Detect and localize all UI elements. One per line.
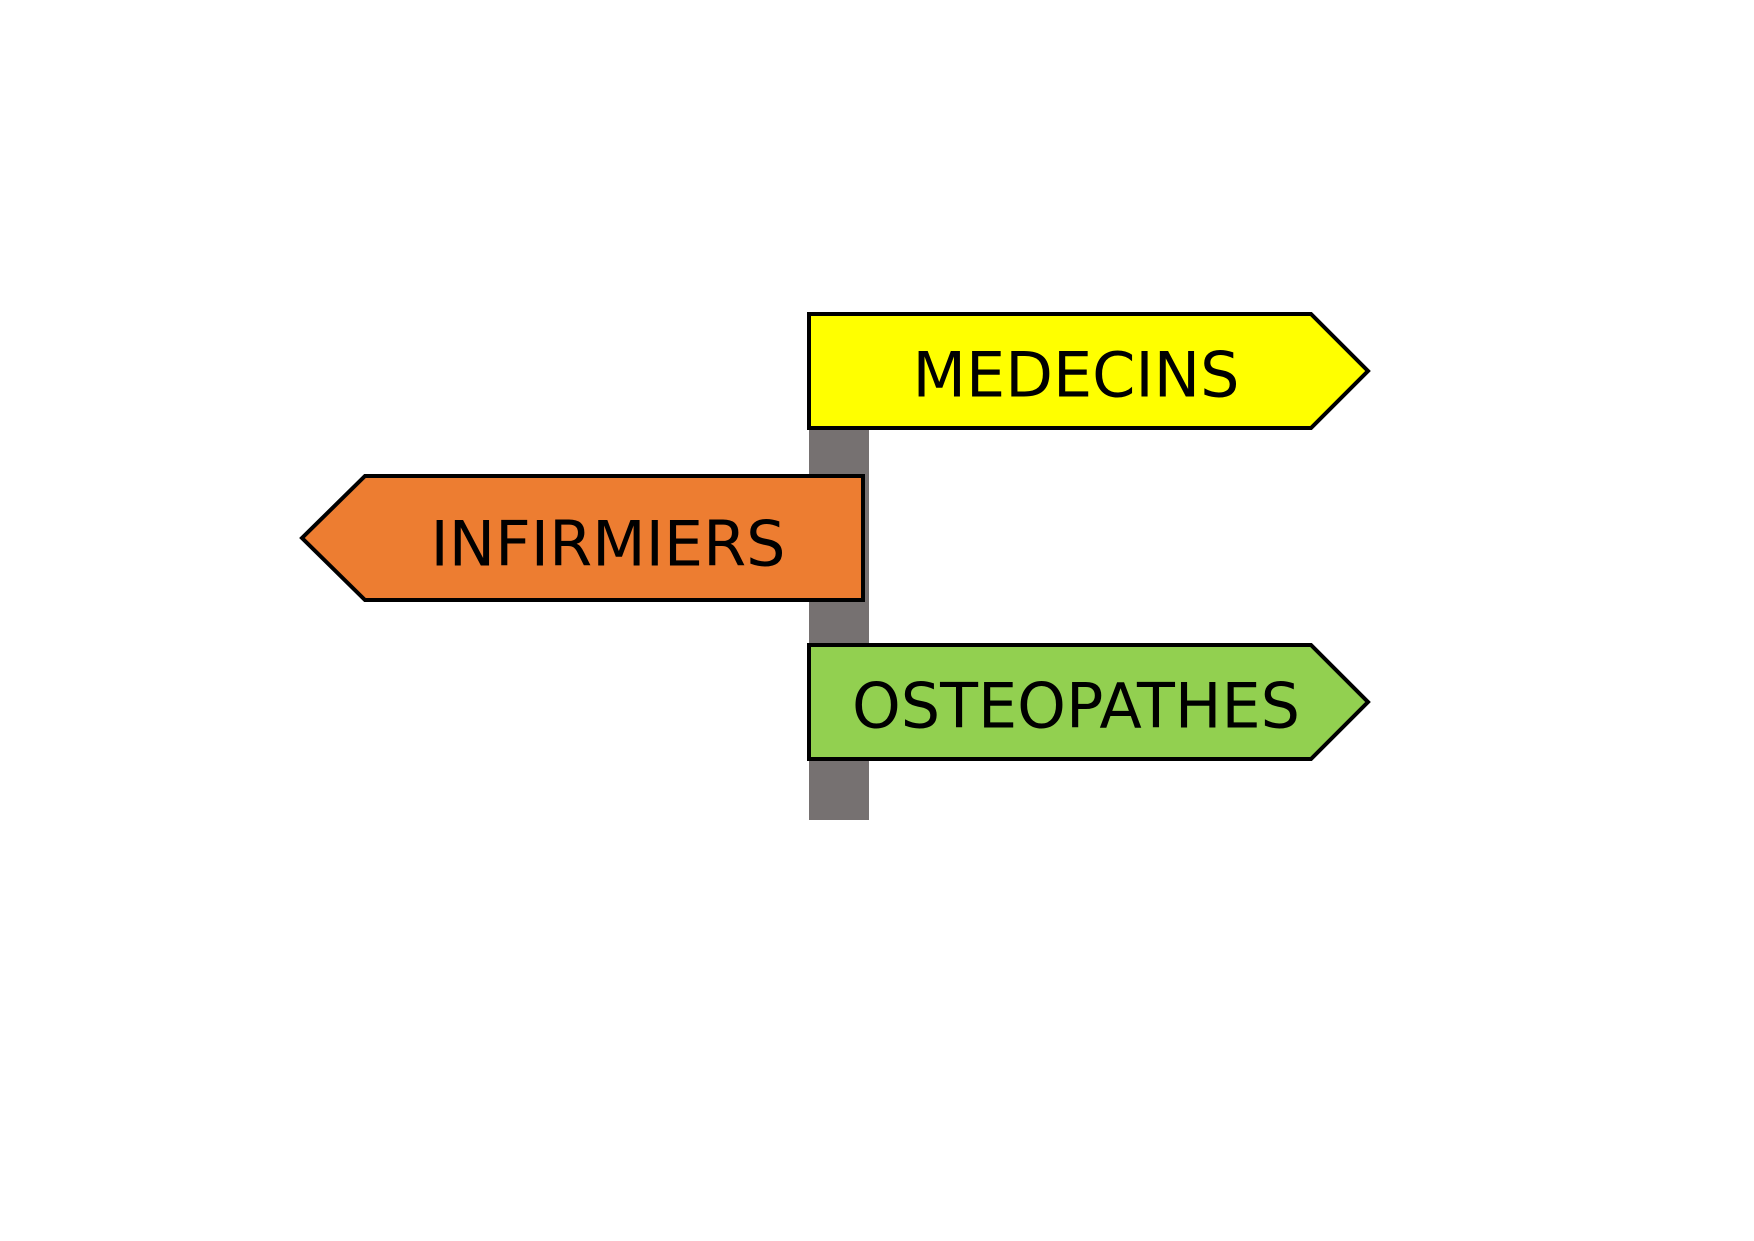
sign-medecins-arrow [807,312,1371,430]
sign-infirmiers: INFIRMIERS [299,474,865,602]
sign-osteopathes-arrow [807,643,1371,761]
sign-medecins: MEDECINS [807,312,1371,430]
sign-infirmiers-arrow [299,474,865,602]
sign-infirmiers-label: INFIRMIERS [430,508,785,581]
sign-osteopathes: OSTEOPATHES [807,643,1371,761]
sign-osteopathes-label: OSTEOPATHES [852,670,1300,743]
sign-medecins-label: MEDECINS [913,339,1240,412]
